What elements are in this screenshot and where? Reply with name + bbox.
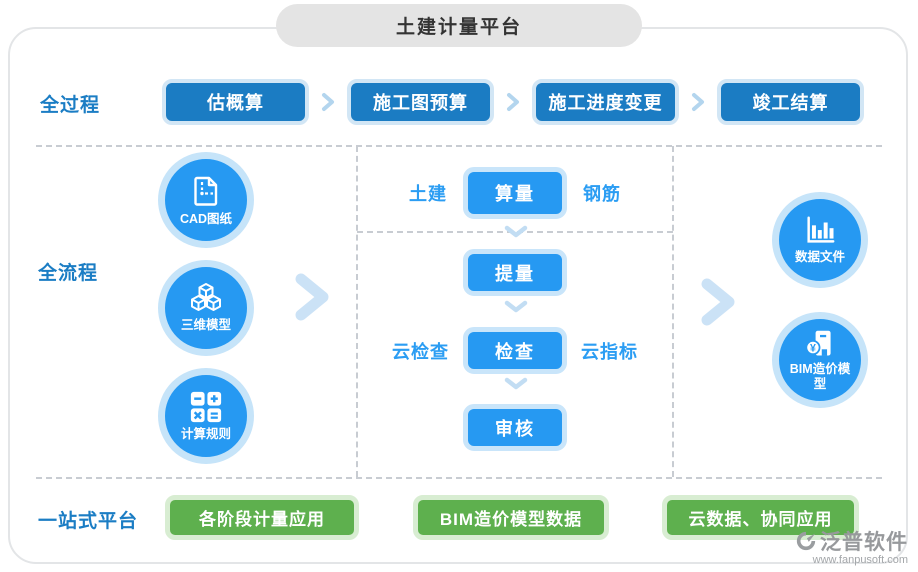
flow-box-right-dashed [672, 146, 674, 477]
step-quantity-calc: 算量 [463, 167, 567, 219]
process-step-4: 竣工结算 [717, 79, 864, 125]
input-circle-calc-rules: 计算规则 [158, 368, 254, 464]
cubes-3d-icon [191, 283, 221, 312]
platform-row-label: 一站式平台 [38, 511, 139, 532]
platform-item-2: BIM造价模型数据 [413, 495, 609, 540]
output-circle-label: 数据文件 [794, 250, 845, 265]
flow-row-label: 全流程 [38, 263, 99, 284]
output-circle-bim-model: ¥ BIM造价模型 [772, 312, 868, 408]
tag-rebar: 钢筋 [583, 184, 621, 204]
chevron-right-large-icon [701, 278, 735, 326]
output-circle-label: BIM造价模型 [789, 362, 851, 391]
watermark-brand-row: 泛普软件 [795, 526, 908, 556]
input-circle-3d-model: 三维模型 [158, 260, 254, 356]
process-step-2: 施工图预算 [347, 79, 494, 125]
tag-cloud-index: 云指标 [581, 341, 638, 362]
flow-box-left-dashed [356, 146, 358, 477]
step-extract-quantity: 提量 [463, 249, 567, 296]
bim-building-icon: ¥ [805, 330, 831, 356]
flow-center-box: 土建 算量 钢筋 提量 云检查 检查 云指标 审核 [357, 146, 673, 478]
page-title: 土建计量平台 [276, 4, 642, 47]
arrow-right-icon [507, 93, 519, 111]
output-circle-data-files: 数据文件 [772, 192, 868, 288]
calculator-icon [190, 392, 222, 423]
step-check: 检查 [463, 327, 567, 374]
chevron-right-large-icon [295, 273, 329, 321]
tag-civil: 土建 [409, 184, 447, 204]
input-circle-label: CAD图纸 [179, 212, 233, 227]
process-steps-row: 估概算 施工图预算 施工进度变更 竣工结算 [162, 79, 864, 125]
fanpu-logo-icon [796, 531, 816, 551]
tag-cloud-check: 云检查 [392, 341, 449, 362]
arrow-right-icon [692, 93, 704, 111]
chevron-down-icon [504, 377, 528, 390]
arrow-right-icon [322, 93, 334, 111]
chevron-down-icon [504, 300, 528, 313]
input-circle-label: 计算规则 [180, 427, 231, 442]
input-circle-label: 三维模型 [180, 318, 231, 333]
measure-tag-row: 土建 算量 钢筋 [357, 167, 673, 219]
watermark-url: www.fanpusoft.com [812, 554, 908, 566]
separator-top-dashed [36, 145, 882, 147]
step-audit: 审核 [463, 404, 567, 451]
process-step-1: 估概算 [162, 79, 309, 125]
process-step-3: 施工进度变更 [532, 79, 679, 125]
watermark-brand: 泛普软件 [820, 531, 908, 554]
platform-item-3: 云数据、协同应用 [662, 495, 859, 540]
bar-chart-icon [807, 216, 835, 243]
watermark: 泛普软件 www.fanpusoft.com [795, 526, 908, 566]
platform-item-1: 各阶段计量应用 [165, 495, 359, 540]
check-row: 云检查 检查 云指标 [357, 327, 673, 374]
svg-text:¥: ¥ [810, 343, 816, 355]
process-row-label: 全过程 [40, 95, 101, 116]
cad-drawing-icon [194, 177, 218, 207]
separator-bottom-dashed [36, 477, 882, 479]
chevron-down-icon [504, 225, 528, 238]
input-circle-cad: CAD图纸 [158, 152, 254, 248]
